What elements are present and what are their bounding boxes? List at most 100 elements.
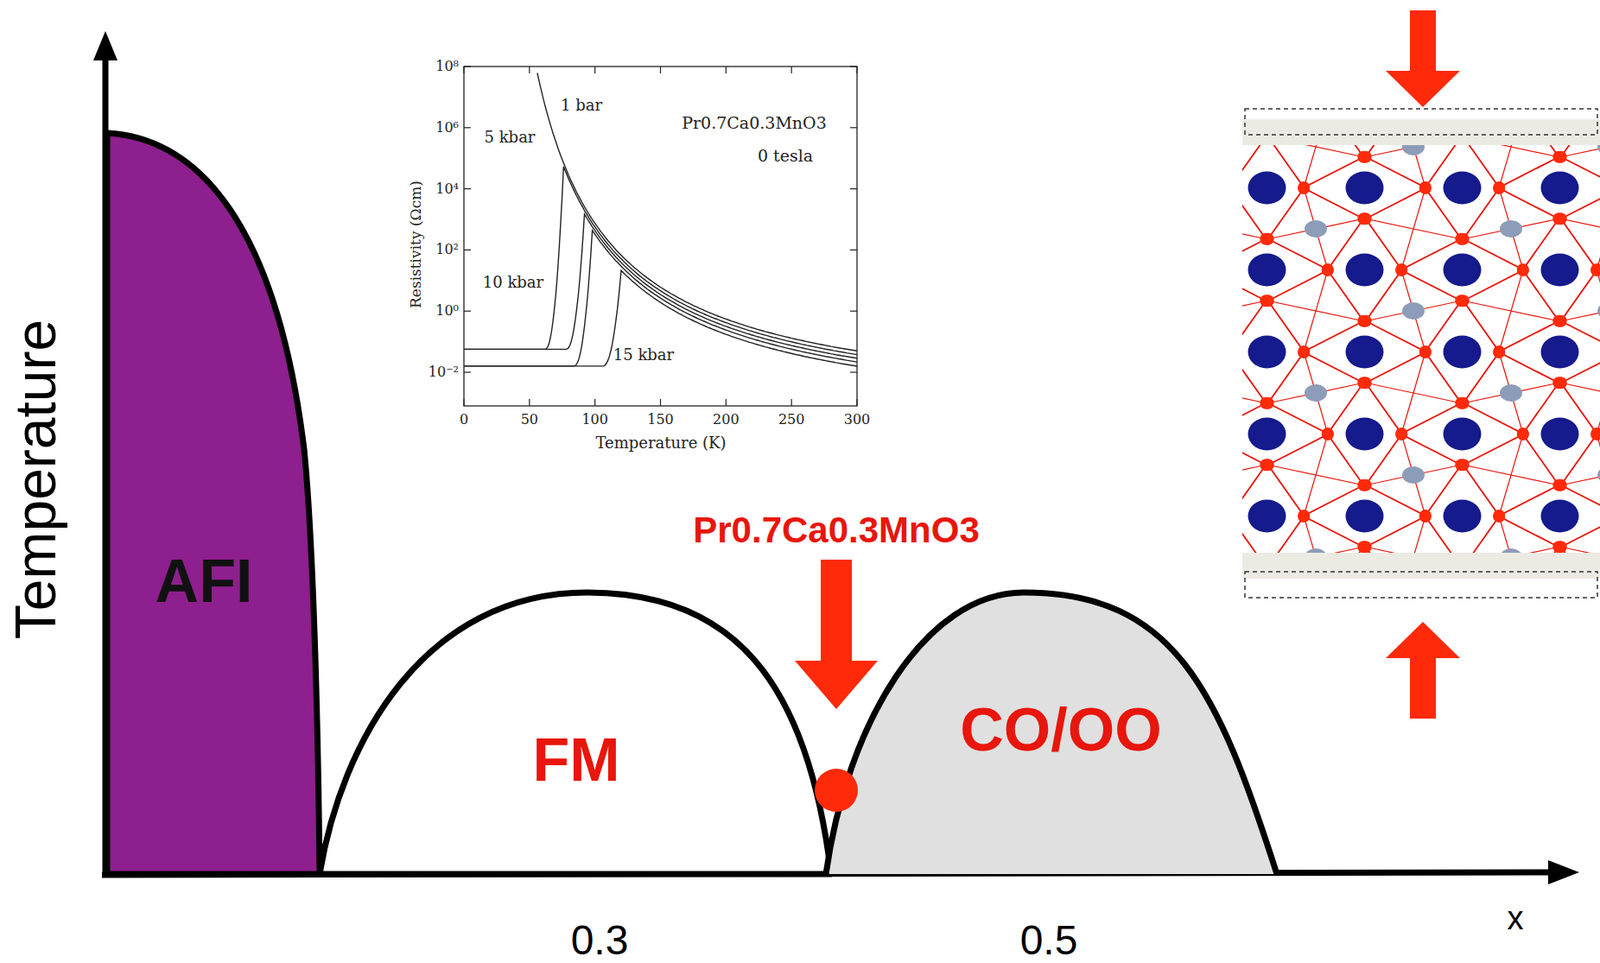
oxygen-ion — [1395, 428, 1408, 441]
octahedron — [1365, 434, 1462, 516]
resistivity-curve — [463, 270, 858, 367]
a-site-ion — [1346, 500, 1385, 534]
octahedron-edge — [1463, 218, 1560, 239]
tick-label: 0 — [459, 412, 469, 427]
tick — [856, 399, 858, 407]
oxygen-ion — [1321, 427, 1334, 440]
oxygen-ion — [1517, 427, 1530, 440]
oxygen-ion — [1492, 510, 1505, 523]
tick-label: 300 — [844, 412, 871, 427]
tick — [463, 371, 471, 373]
red-pointer-arrow — [794, 559, 878, 710]
tick — [528, 66, 530, 74]
axis-title: Temperature — [6, 319, 64, 641]
tick — [463, 311, 471, 312]
resistivity-curve — [463, 166, 858, 356]
oxygen-ion — [1419, 509, 1432, 522]
tick — [463, 126, 471, 128]
oxygen-ion — [1555, 479, 1568, 492]
tick — [850, 65, 858, 67]
tick-label: 150 — [647, 412, 674, 427]
oxygen-ion — [1590, 263, 1600, 276]
condition-label: 0 tesla — [757, 147, 813, 165]
oxygen-ion — [1457, 397, 1470, 410]
octahedron — [1561, 434, 1600, 516]
octahedron — [1561, 516, 1600, 555]
oxygen-ion — [1262, 397, 1275, 410]
octahedron-edge — [1498, 188, 1524, 270]
region-shape — [825, 592, 1277, 875]
octahedron-edge — [1463, 382, 1560, 403]
oxygen-ion — [1297, 510, 1310, 523]
octahedron-edge — [1596, 352, 1600, 434]
inset-ticks — [463, 66, 858, 407]
oxygen-ion — [1395, 264, 1408, 277]
oxygen-ion — [1492, 181, 1505, 194]
oxygen-ion — [1262, 294, 1275, 307]
a-site-ion — [1443, 500, 1482, 534]
region-shape — [319, 592, 832, 875]
oxygen-ion — [1590, 264, 1600, 277]
mn-ion — [1304, 220, 1327, 238]
octahedron-edge — [1268, 382, 1365, 403]
a-site-ion — [1248, 418, 1287, 451]
octahedron — [1463, 352, 1560, 434]
axis-title: x — [1507, 901, 1524, 935]
oxygen-ion — [1555, 212, 1568, 225]
octahedron-edge — [1596, 270, 1600, 352]
oxygen-ion — [1419, 182, 1432, 195]
tick — [791, 66, 793, 74]
tick — [463, 249, 471, 251]
octahedron-edge — [1401, 516, 1426, 555]
tick — [463, 399, 464, 407]
octahedron-edge — [1596, 516, 1600, 555]
octahedron-edge — [1401, 434, 1426, 516]
octahedron — [1365, 188, 1462, 270]
octahedron — [1365, 516, 1462, 555]
curve-label: 1 bar — [560, 97, 603, 114]
tick — [850, 126, 858, 128]
tick — [725, 66, 727, 74]
oxygen-ion — [1395, 427, 1408, 440]
octahedron-edge — [1596, 434, 1600, 516]
resistivity-curve — [463, 230, 858, 367]
octahedron-edge — [1268, 218, 1365, 239]
tick-label: 10⁰ — [435, 304, 459, 318]
tick-label: 10⁶ — [435, 120, 459, 135]
curve-label: 5 kbar — [484, 129, 536, 146]
oxygen-ion — [1517, 428, 1530, 441]
oxygen-ion — [1457, 458, 1470, 471]
octahedron-edge — [1498, 434, 1524, 516]
pressure-arrow — [1385, 10, 1461, 108]
oxygen-ion — [1297, 181, 1310, 194]
tick — [850, 311, 858, 312]
mn-ion — [1499, 384, 1523, 402]
tick-label: 0.5 — [1020, 920, 1079, 962]
tick — [463, 188, 471, 190]
octahedron-edge — [1498, 516, 1524, 555]
a-site-ion — [1541, 171, 1580, 205]
octahedron-edge — [1561, 382, 1600, 403]
phase-region: FM — [312, 587, 833, 878]
plate-original-position — [1244, 108, 1598, 135]
phase-region: AFI — [100, 127, 327, 880]
tick — [850, 249, 858, 251]
octahedron-edge — [1242, 143, 1266, 158]
oxygen-ion — [1555, 315, 1568, 328]
octahedron-edge — [1401, 270, 1426, 352]
phase-label: FM — [532, 730, 620, 791]
octahedron-edge — [1303, 143, 1328, 188]
tick-label: 200 — [712, 412, 740, 427]
oxygen-ion — [1555, 376, 1568, 389]
a-site-ion — [1541, 336, 1580, 369]
octahedron — [1268, 516, 1365, 555]
tick — [463, 66, 464, 74]
oxygen-ion — [1492, 345, 1505, 358]
octahedron-edge — [1561, 143, 1600, 158]
oxygen-ion — [1297, 345, 1310, 358]
a-site-ion — [1248, 336, 1287, 369]
octahedron — [1463, 516, 1560, 555]
octahedron-edge — [1561, 300, 1600, 321]
octahedron-edge — [1596, 188, 1600, 270]
